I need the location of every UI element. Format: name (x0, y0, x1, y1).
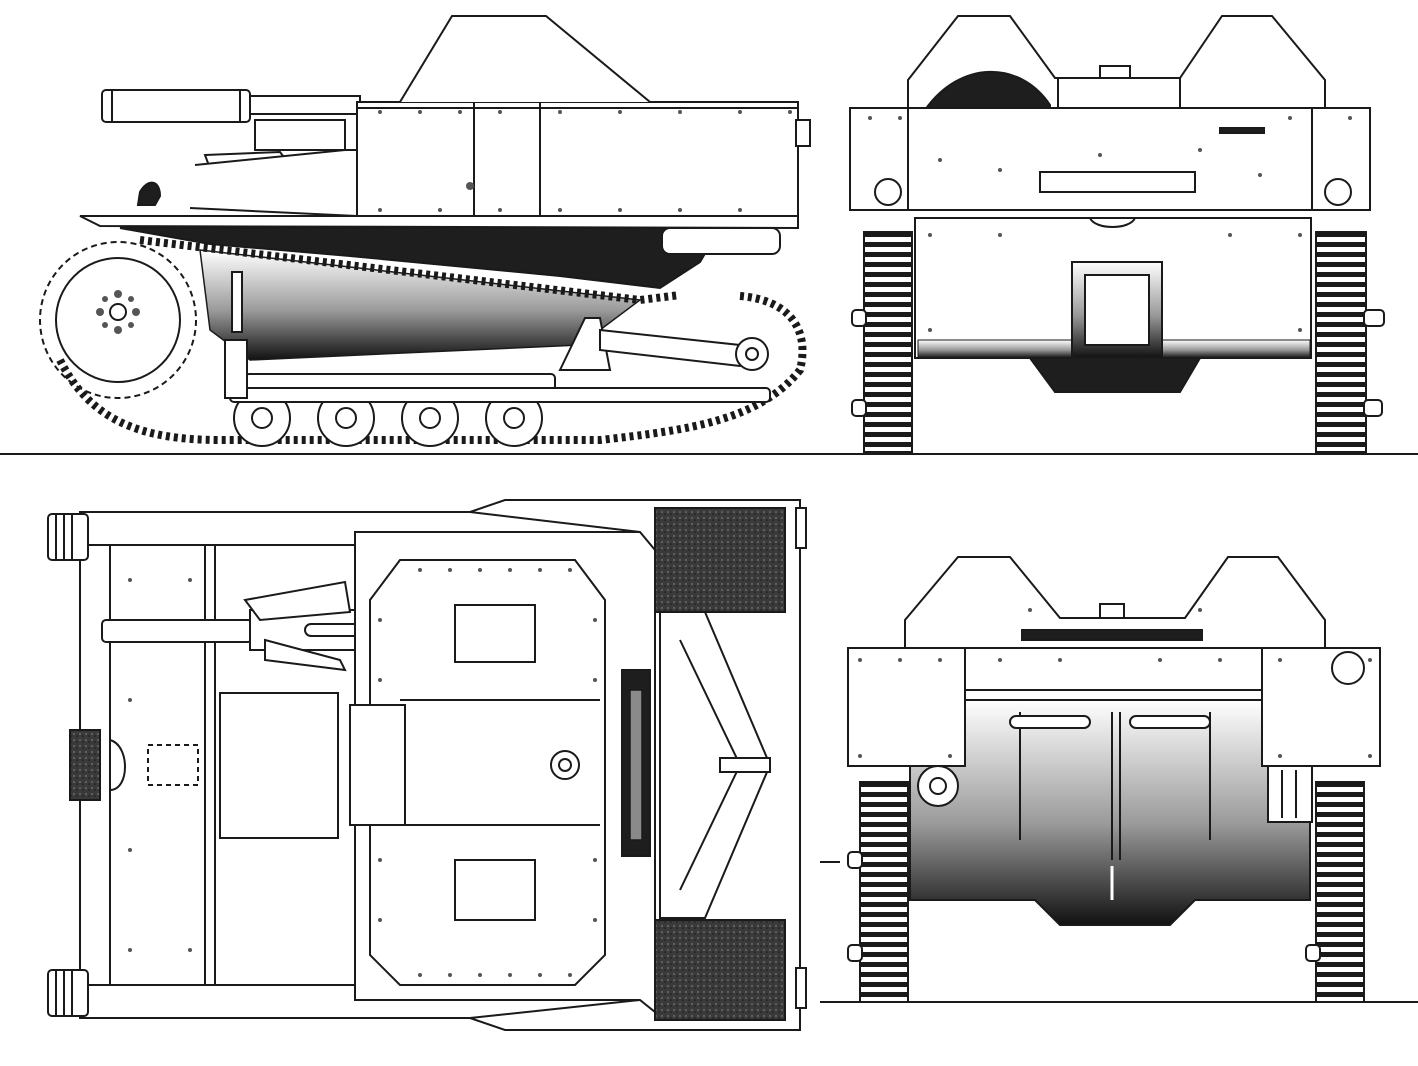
gun-barrel (101, 89, 361, 151)
side-view (39, 15, 811, 447)
track-left-front (863, 231, 913, 453)
rivets-top (128, 568, 597, 977)
superstructure (356, 15, 811, 217)
rivets-rear (858, 608, 1372, 758)
track-left-rear (859, 781, 909, 1003)
towing-hooks (47, 507, 807, 1017)
rear-view (820, 556, 1381, 1003)
track-right-front (1315, 231, 1367, 453)
top-view (47, 499, 807, 1031)
rivets-side (378, 110, 792, 212)
drive-sprocket (39, 241, 197, 399)
engine-grille-lower (654, 919, 786, 1021)
road-wheels (233, 389, 543, 447)
front-view (849, 15, 1385, 453)
rivets-front (868, 116, 1352, 332)
engine-grille-upper (654, 507, 786, 613)
track-right-rear (1315, 781, 1365, 1003)
